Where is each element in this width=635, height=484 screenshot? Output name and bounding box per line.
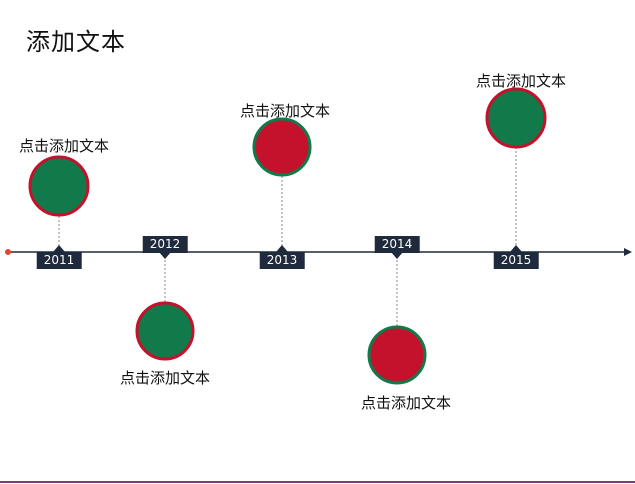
milestone-label-2015: 点击添加文本: [475, 72, 567, 90]
slide-title: 添加文本: [26, 28, 126, 56]
milestone-label-2012: 点击添加文本: [119, 369, 211, 387]
milestone-circle-2015: [485, 87, 547, 149]
milestone-circle-2011: [28, 155, 90, 217]
axis-marker-2011: [53, 245, 65, 252]
axis-arrow: [624, 248, 632, 256]
axis-marker-2013: [276, 245, 288, 252]
milestone-circle-2013: [252, 117, 312, 177]
year-tag-2013: 2013: [259, 252, 305, 269]
bottom-rule: [0, 481, 635, 483]
axis-marker-2012: [159, 252, 171, 259]
milestone-circle-2012: [135, 301, 195, 361]
year-tag-2011: 2011: [36, 252, 82, 269]
axis-start-dot: [5, 249, 11, 255]
year-tag-2012: 2012: [142, 236, 188, 253]
milestone-label-2011: 点击添加文本: [18, 137, 110, 155]
year-tag-2014: 2014: [374, 236, 420, 253]
axis-marker-2015: [510, 245, 522, 252]
year-tag-2015: 2015: [493, 252, 539, 269]
milestone-label-2014: 点击添加文本: [360, 394, 452, 412]
axis-marker-2014: [391, 252, 403, 259]
milestone-circle-2014: [367, 325, 427, 385]
milestone-label-2013: 点击添加文本: [239, 102, 331, 120]
